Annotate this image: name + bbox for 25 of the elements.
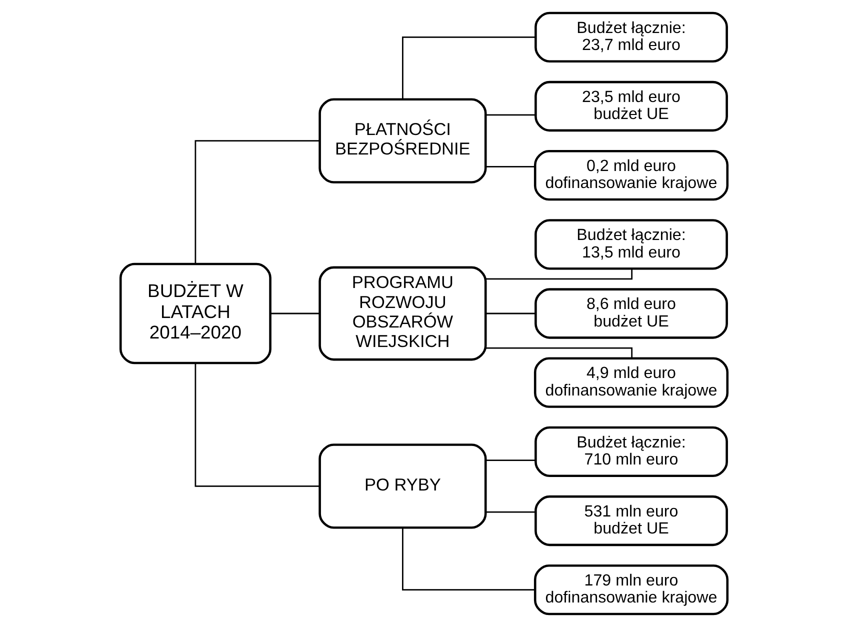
node-box: 179 mln euro dofinansowanie krajowe <box>534 564 729 616</box>
node-box: BUDŻET W LATACH 2014–2020 <box>119 262 272 364</box>
node-box: PROGRAMU ROZWOJU OBSZARÓW WIEJSKICH <box>318 266 487 361</box>
connector <box>270 312 320 314</box>
connector <box>486 312 536 314</box>
node-box: 0,2 mld euro dofinansowanie krajowe <box>534 150 729 201</box>
connector <box>486 511 536 513</box>
node-box: Budżet łącznie: 710 mln euro <box>534 426 728 477</box>
connector <box>194 140 320 264</box>
connector <box>486 347 633 358</box>
connector <box>194 363 320 487</box>
connector <box>486 268 633 280</box>
connector <box>486 460 536 461</box>
connector <box>486 114 536 116</box>
node-box: PO RYBY <box>318 444 487 529</box>
node-box: Budżet łącznie: 23,7 mld euro <box>534 12 728 62</box>
node-box: 4,9 mld euro dofinansowanie krajowe <box>534 357 729 408</box>
connector <box>486 166 535 168</box>
node-box: 23,5 mld euro budżet UE <box>534 80 728 132</box>
connector <box>402 528 535 591</box>
node-box: 8,6 mld euro budżet UE <box>534 288 728 339</box>
node-box: Budżet łącznie: 13,5 mld euro <box>534 219 728 270</box>
node-box: PŁATNOŚCI BEZPOŚREDNIE <box>318 98 487 184</box>
connector <box>402 36 536 100</box>
node-box: 531 mln euro budżet UE <box>534 495 728 546</box>
